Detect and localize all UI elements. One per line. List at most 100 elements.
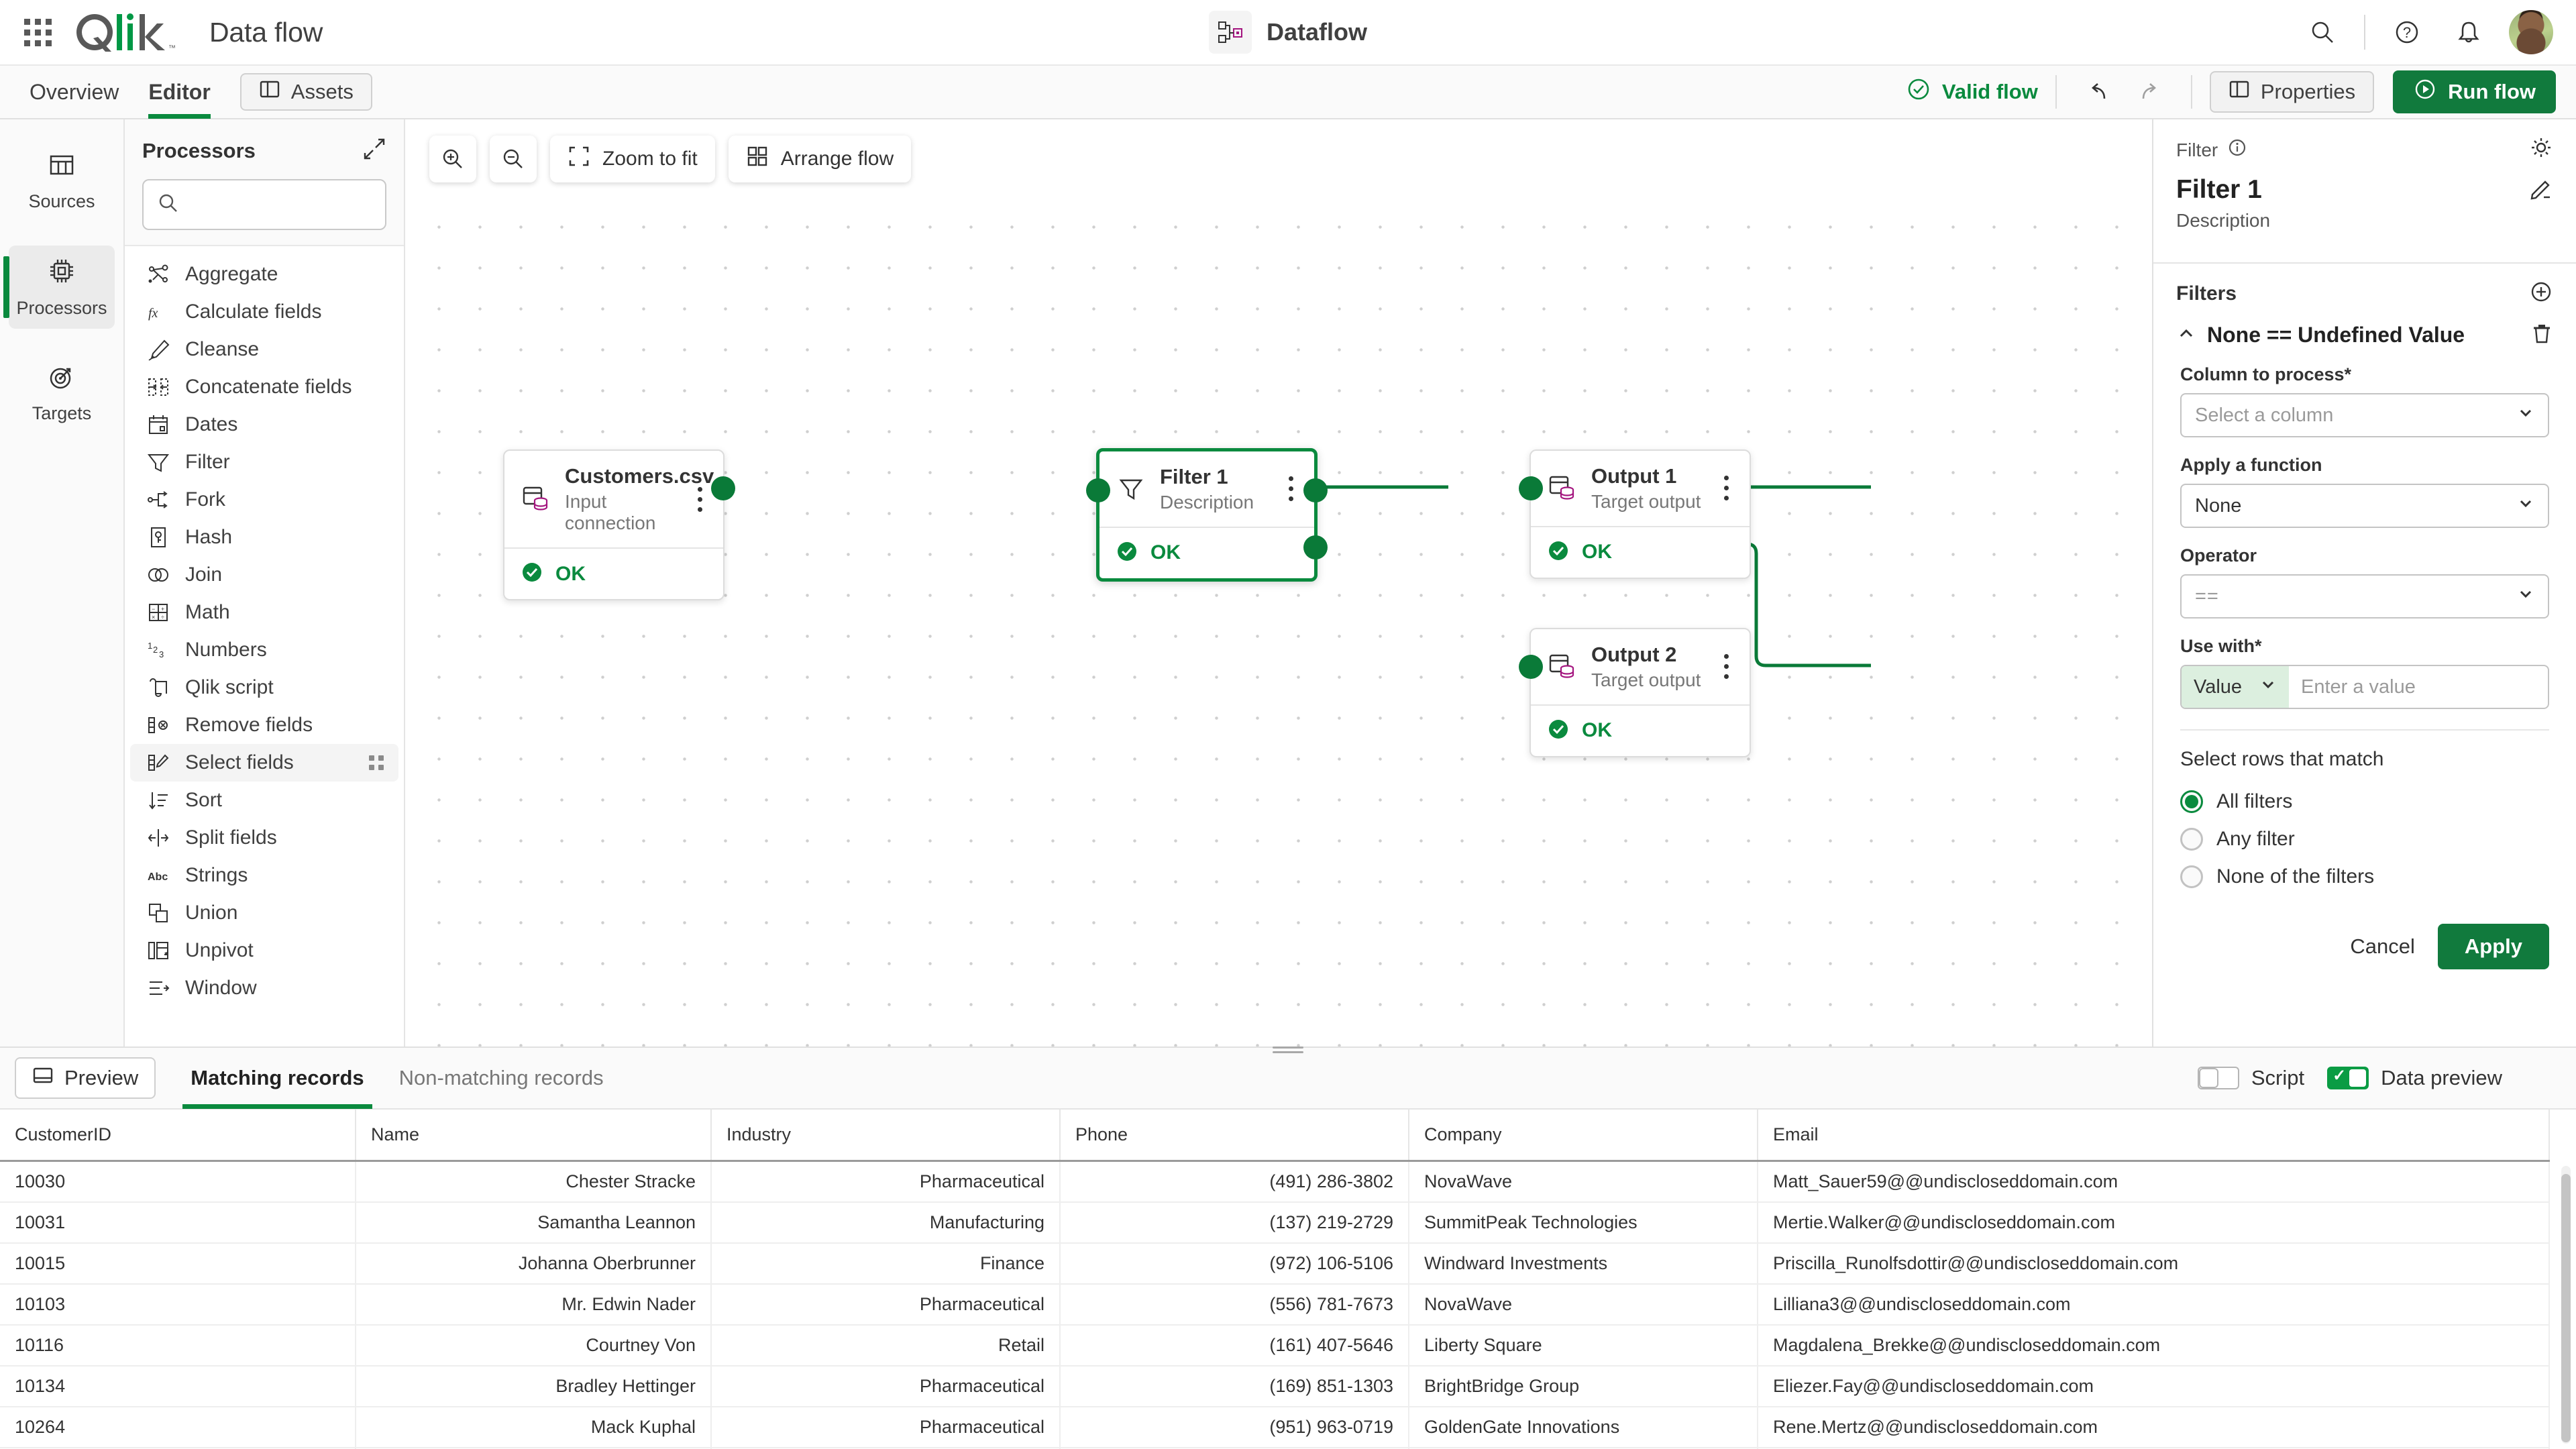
rail-item-processors[interactable]: Processors: [3, 246, 115, 329]
usewith-value-input[interactable]: Enter a value: [2289, 666, 2548, 708]
processor-item-select-fields[interactable]: Select fields: [130, 744, 398, 782]
radio-none-of-the-filters[interactable]: None of the filters: [2180, 858, 2549, 896]
table-column-header[interactable]: Email: [1758, 1110, 2550, 1162]
drag-handle-icon[interactable]: [369, 755, 384, 770]
processor-item-hash[interactable]: Hash: [130, 519, 398, 556]
chevron-up-icon[interactable]: [2176, 323, 2196, 347]
zoom-out-icon[interactable]: [490, 136, 537, 182]
undo-icon[interactable]: [2074, 70, 2124, 113]
apply-button[interactable]: Apply: [2437, 924, 2549, 969]
processor-item-cleanse[interactable]: Cleanse: [130, 331, 398, 368]
node-menu-icon[interactable]: [1715, 470, 1737, 506]
add-filter-icon[interactable]: [2529, 280, 2553, 307]
arrange-flow-button[interactable]: Arrange flow: [728, 136, 912, 182]
table-column-header[interactable]: Name: [356, 1110, 712, 1162]
node-menu-icon[interactable]: [1279, 471, 1302, 507]
properties-button[interactable]: Properties: [2209, 71, 2375, 113]
redo-icon[interactable]: [2124, 70, 2174, 113]
flow-node-output-2[interactable]: Output 2 Target output OK: [1519, 628, 1751, 757]
function-select[interactable]: None: [2180, 484, 2549, 528]
operator-select[interactable]: ==: [2180, 574, 2549, 619]
flow-canvas[interactable]: Zoom to fit Arrange flow: [405, 119, 2152, 1046]
search-input[interactable]: [189, 193, 372, 216]
tab-matching-records[interactable]: Matching records: [182, 1047, 373, 1109]
processor-item-fork[interactable]: Fork: [130, 481, 398, 519]
panel-resize-handle[interactable]: [1273, 1046, 1303, 1053]
run-flow-button[interactable]: Run flow: [2393, 70, 2556, 113]
rail-item-targets[interactable]: Targets: [9, 352, 115, 435]
table-row[interactable]: 10040Maxine NikolausManufacturing(794) 9…: [0, 1447, 2550, 1449]
column-select[interactable]: Select a column: [2180, 393, 2549, 437]
filter-condition-row[interactable]: None == Undefined Value: [2153, 314, 2576, 355]
search-icon[interactable]: [2292, 1, 2353, 63]
expand-icon[interactable]: [362, 137, 386, 164]
table-column-header[interactable]: Industry: [711, 1110, 1061, 1162]
edit-pencil-icon[interactable]: [2528, 176, 2553, 205]
table-column-header[interactable]: Company: [1409, 1110, 1758, 1162]
data-preview-toggle[interactable]: Data preview: [2327, 1066, 2502, 1090]
processor-item-concatenate-fields[interactable]: Concatenate fields: [130, 368, 398, 406]
processor-item-math[interactable]: −+×÷Math: [130, 594, 398, 631]
qlik-logo[interactable]: ™: [72, 10, 186, 54]
node-output-port[interactable]: [711, 476, 735, 500]
cancel-button[interactable]: Cancel: [2350, 934, 2415, 958]
node-menu-icon[interactable]: [1715, 649, 1737, 685]
tab-overview[interactable]: Overview: [30, 79, 119, 104]
processor-item-remove-fields[interactable]: Remove fields: [130, 706, 398, 744]
processor-item-dates[interactable]: Dates: [130, 406, 398, 443]
processor-item-qlik-script[interactable]: Qlik script: [130, 669, 398, 706]
node-output-port-1[interactable]: [1303, 478, 1328, 502]
processor-item-aggregate[interactable]: Aggregate: [130, 256, 398, 293]
flow-node-output-1[interactable]: Output 1 Target output OK: [1519, 449, 1751, 579]
delete-filter-icon[interactable]: [2530, 322, 2553, 348]
rail-item-sources[interactable]: Sources: [9, 140, 115, 223]
tab-editor[interactable]: Editor: [148, 65, 211, 119]
node-input-port[interactable]: [1519, 655, 1543, 679]
processor-item-window[interactable]: Window: [130, 969, 398, 1007]
info-icon[interactable]: [2227, 138, 2247, 162]
processor-item-label: Numbers: [185, 639, 267, 661]
gear-icon[interactable]: [2529, 136, 2553, 164]
node-input-port[interactable]: [1519, 476, 1543, 500]
vertical-scrollbar-thumb[interactable]: [2561, 1174, 2571, 1442]
node-menu-icon[interactable]: [688, 481, 711, 517]
processors-search[interactable]: [142, 179, 386, 230]
tab-non-matching-records[interactable]: Non-matching records: [398, 1066, 604, 1089]
processor-item-filter[interactable]: Filter: [130, 443, 398, 481]
processor-item-split-fields[interactable]: Split fields: [130, 819, 398, 857]
app-launcher-icon[interactable]: [17, 12, 58, 52]
flow-node-customers-csv[interactable]: Customers.csv Input connection OK: [503, 449, 735, 601]
zoom-in-icon[interactable]: [429, 136, 476, 182]
flow-node-filter-1[interactable]: Filter 1 Description OK: [1086, 448, 1328, 582]
node-input-port[interactable]: [1086, 478, 1110, 502]
avatar[interactable]: [2509, 10, 2553, 54]
usewith-type-select[interactable]: Value: [2182, 666, 2289, 708]
processor-item-union[interactable]: Union: [130, 894, 398, 932]
notifications-icon[interactable]: [2438, 1, 2500, 63]
processor-item-sort[interactable]: Sort: [130, 782, 398, 819]
radio-any-filter[interactable]: Any filter: [2180, 820, 2549, 858]
table-cell: Omer11@@undiscloseddomain.com: [1758, 1447, 2550, 1449]
zoom-to-fit-button[interactable]: Zoom to fit: [550, 136, 715, 182]
processor-item-join[interactable]: Join: [130, 556, 398, 594]
node-output-port-2[interactable]: [1303, 535, 1328, 559]
radio-all-filters[interactable]: All filters: [2180, 783, 2549, 820]
processor-item-unpivot[interactable]: Unpivot: [130, 932, 398, 969]
help-icon[interactable]: ?: [2376, 1, 2438, 63]
preview-button[interactable]: Preview: [15, 1057, 156, 1099]
assets-button[interactable]: Assets: [239, 73, 372, 111]
script-toggle[interactable]: Script: [2197, 1066, 2304, 1090]
table-column-header[interactable]: Phone: [1060, 1110, 1409, 1162]
table-column-header[interactable]: CustomerID: [0, 1110, 356, 1162]
